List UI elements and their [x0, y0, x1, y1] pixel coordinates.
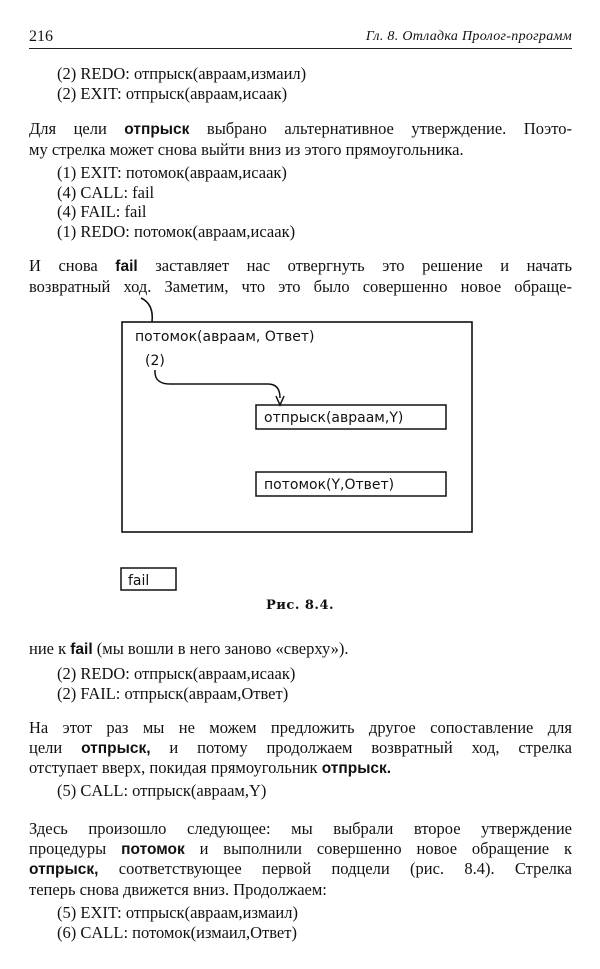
- fail-box: [120, 567, 177, 591]
- text-line: И снова fail заставляет нас отвергнуть э…: [29, 256, 573, 275]
- trace-block-3: (2) REDO: отпрыск(авраам,исаак) (2) FAIL…: [57, 664, 295, 703]
- text-line: теперь снова движется вниз. Продолжаем:: [29, 879, 327, 899]
- paragraph-2: И снова fail заставляет нас отвергнуть э…: [29, 256, 572, 296]
- trace-line: (5) CALL: отпрыск(авраам,Y): [57, 781, 267, 800]
- arrow-head-icon: [275, 395, 285, 407]
- trace-line: (1) EXIT: потомок(авраам,исаак): [57, 163, 287, 182]
- program-term: отпрыск.: [321, 760, 392, 777]
- program-term: fail: [70, 641, 93, 658]
- trace-line: (2) REDO: отпрыск(авраам,измаил): [57, 64, 307, 83]
- trace-line: (4) CALL: fail: [57, 182, 155, 202]
- text-line: отпрыск, соответствующее первой подцели …: [29, 859, 572, 878]
- figure-caption: Рис. 8.4.: [265, 598, 335, 613]
- trace-line: (4) FAIL: fail: [57, 202, 147, 221]
- outer-box-label: потомок(авраам, Ответ): [135, 329, 314, 345]
- text-line: Здесь произошло следующее: мы выбрали вт…: [29, 819, 572, 838]
- paragraph-1: Для цели отпрыск выбрано альтернативное …: [29, 119, 572, 159]
- trace-line: (2) EXIT: отпрыск(авраам,исаак): [57, 83, 288, 103]
- entry-arrow-curve: [140, 297, 154, 323]
- text-line: му стрелка может снова выйти вниз из это…: [29, 139, 464, 159]
- subgoal-box-2: [255, 471, 447, 497]
- outer-box: [121, 321, 473, 533]
- fail-box-label: fail: [128, 573, 149, 589]
- page-number: 216: [29, 28, 53, 45]
- paragraph-3: ние к fail (мы вошли в него заново «свер…: [29, 639, 572, 660]
- program-term: отпрыск: [124, 121, 190, 138]
- text-line: отступает вверх, покидая прямоугольник о…: [29, 758, 392, 777]
- text-line: цели отпрыск, и потому продолжаем возвра…: [29, 737, 572, 757]
- subgoal-box-2-label: потомок(Y,Ответ): [264, 477, 394, 493]
- running-title: Гл. 8. Отладка Пролог-программ: [365, 29, 572, 44]
- paragraph-4: На этот раз мы не можем предложить друго…: [29, 718, 572, 779]
- program-term: потомок: [121, 840, 185, 858]
- trace-block-4: (5) CALL: отпрыск(авраам,Y): [57, 781, 266, 801]
- program-term: отпрыск,: [81, 739, 151, 757]
- trace-line: (6) CALL: потомок(измаил,Ответ): [57, 922, 297, 942]
- trace-line: (2) FAIL: отпрыск(авраам,Ответ): [57, 683, 289, 703]
- running-header: 216 Гл. 8. Отладка Пролог-программ: [29, 28, 572, 49]
- trace-line: (1) REDO: потомок(авраам,исаак): [57, 221, 296, 241]
- trace-block-5: (5) EXIT: отпрыск(авраам,измаил) (6) CAL…: [57, 903, 298, 942]
- text-line: ние к fail (мы вошли в него заново «свер…: [29, 639, 349, 658]
- program-term: отпрыск,: [29, 861, 99, 878]
- subgoal-box-1: [255, 404, 447, 430]
- text-line: На этот раз мы не можем предложить друго…: [29, 718, 572, 737]
- branch-marker: (2): [145, 353, 165, 369]
- program-term: fail: [115, 258, 138, 275]
- redo-arrow: [154, 369, 281, 399]
- paragraph-5: Здесь произошло следующее: мы выбрали вт…: [29, 819, 572, 899]
- trace-block-2: (1) EXIT: потомок(авраам,исаак) (4) CALL…: [57, 163, 295, 241]
- trace-block-1: (2) REDO: отпрыск(авраам,измаил) (2) EXI…: [57, 64, 306, 103]
- trace-line: (5) EXIT: отпрыск(авраам,измаил): [57, 903, 298, 922]
- text-line: возвратный ход. Заметим, что это было со…: [29, 276, 572, 296]
- text-line: процедуры потомок и выполнили совершенно…: [29, 838, 573, 858]
- trace-line: (2) REDO: отпрыск(авраам,исаак): [57, 664, 296, 683]
- subgoal-box-1-label: отпрыск(авраам,Y): [264, 410, 403, 426]
- text-line: Для цели отпрыск выбрано альтернативное …: [29, 119, 572, 138]
